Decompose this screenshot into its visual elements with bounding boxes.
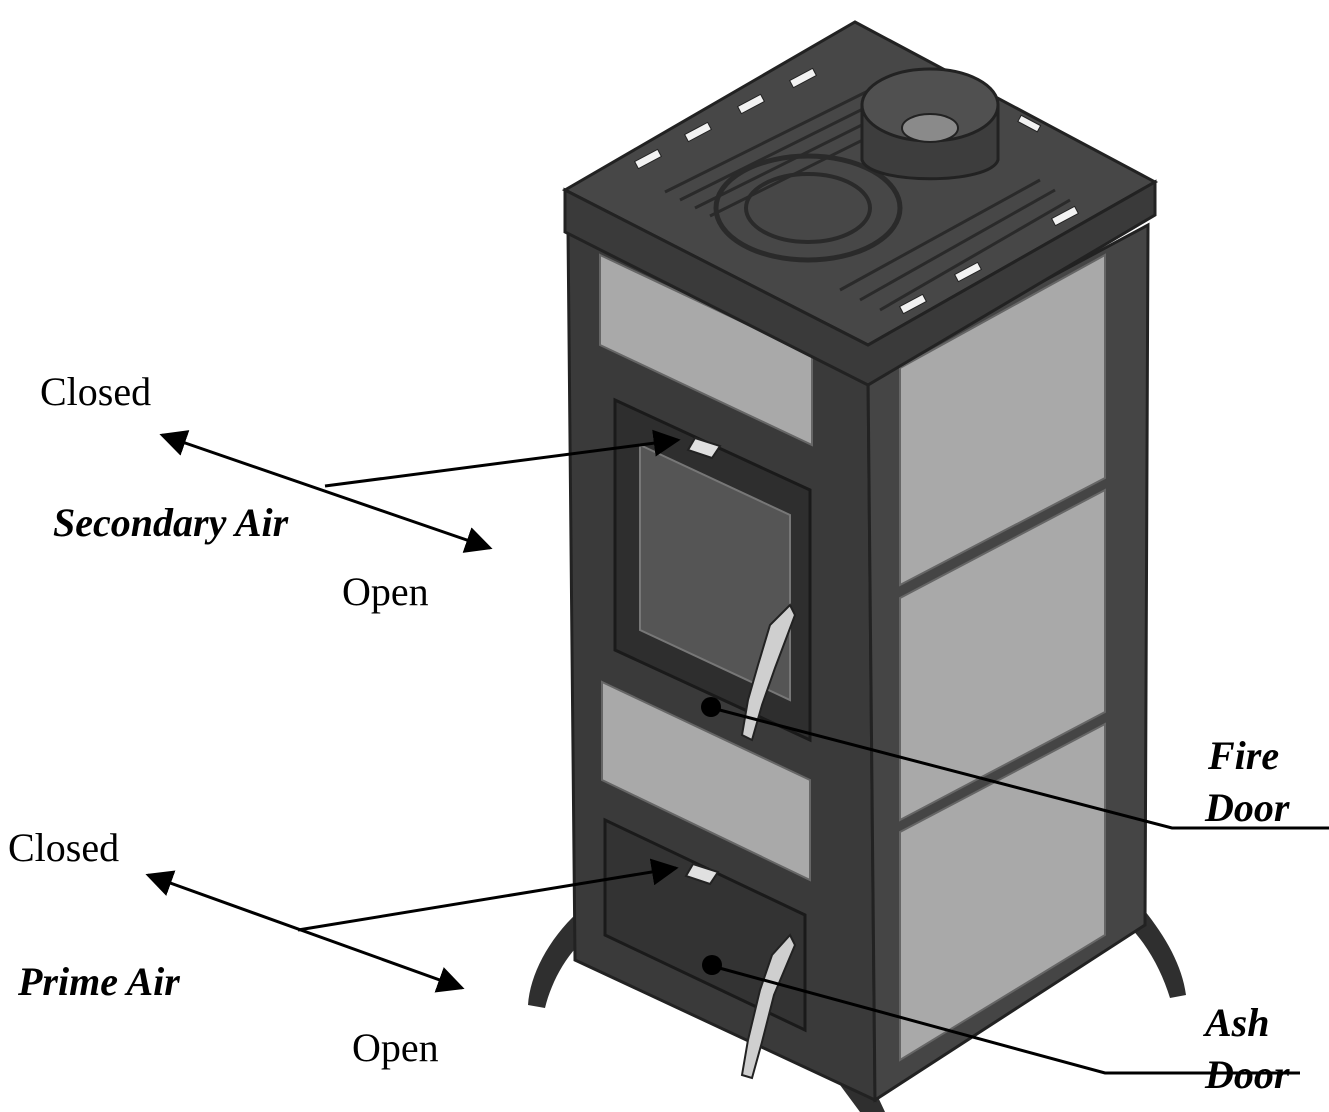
flue-opening: [901, 113, 959, 143]
hotplate-inner: [744, 172, 872, 244]
ash-door-leader: [711, 964, 1300, 1075]
ash-door-label-line1: Ash: [1205, 1000, 1270, 1045]
fire-door-label-line2: Door: [1205, 785, 1290, 830]
fire-door-handle: [740, 603, 797, 742]
secondary-air-lever: [686, 436, 722, 460]
callouts: [145, 429, 1329, 1075]
stove-illustration: [528, 20, 1186, 1112]
fire-door-glass: [639, 443, 791, 702]
secondary-air-label: Secondary Air: [53, 500, 289, 545]
secondary-air-open-label: Open: [342, 569, 429, 614]
prime-air-open-label: Open: [352, 1025, 439, 1070]
ash-door-label-line2: Door: [1205, 1052, 1290, 1097]
fire-door-leader: [711, 706, 1329, 830]
hotplate-outer: [713, 153, 903, 263]
prime-air-closed-label: Closed: [8, 825, 120, 870]
side-panel-bottom: [899, 722, 1106, 1062]
secondary-air-closed-label: Closed: [40, 369, 152, 414]
fire-door-marker: [701, 697, 721, 717]
stove-top-vents: [633, 67, 1080, 315]
secondary-air-pointer: [324, 429, 681, 488]
stove-top-edge: [563, 179, 1157, 387]
side-panel-middle: [899, 488, 1106, 822]
side-panel-top: [899, 253, 1106, 587]
front-panel-middle: [601, 680, 811, 882]
prime-air-pointer: [297, 858, 679, 932]
secondary-air-direction-arrow: [159, 430, 493, 553]
ash-door-marker: [702, 955, 722, 975]
prime-air-direction-arrow: [145, 870, 465, 993]
prime-air-lever: [684, 862, 720, 886]
fire-door-label-line1: Fire: [1208, 733, 1280, 778]
ash-door-handle: [740, 933, 797, 1080]
prime-air-label: Prime Air: [18, 959, 180, 1004]
